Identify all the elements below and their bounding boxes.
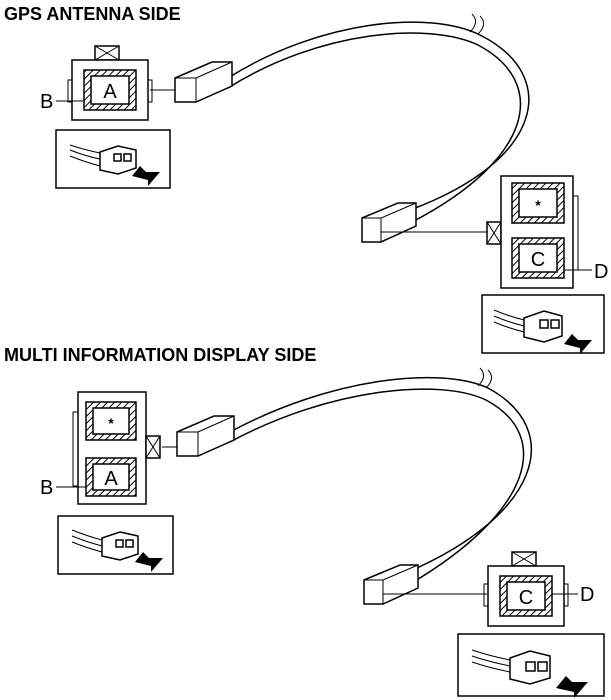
inset-view-end-1: [57, 515, 174, 575]
insertion-arrow-icon: [132, 166, 160, 186]
insertion-arrow-icon: [135, 552, 163, 572]
callout-a: A: [103, 81, 117, 103]
section-gps-antenna-side: GPS ANTENNA SIDE A: [4, 4, 608, 354]
callout-b: B: [40, 91, 53, 113]
inset-view-end-2: [481, 294, 605, 354]
callout-c: C: [531, 249, 545, 271]
cable-connector-end-1: [162, 415, 235, 457]
section-heading: MULTI INFORMATION DISPLAY SIDE: [4, 345, 316, 365]
callout-asterisk: *: [535, 197, 541, 213]
callout-a: A: [104, 468, 118, 490]
cable-connector-end-2: [363, 564, 487, 605]
display-cable: [229, 367, 533, 585]
connector-face-end-2: C D: [483, 551, 594, 627]
section-heading: GPS ANTENNA SIDE: [4, 4, 181, 24]
connector-face-end-2: * C D: [486, 175, 608, 289]
callout-d: D: [580, 584, 594, 606]
connector-face-end-1: A B: [40, 45, 153, 121]
connector-face-end-1: * A B: [40, 391, 161, 505]
insertion-arrow-icon: [556, 676, 588, 698]
inset-view-end-2: [457, 633, 605, 698]
insertion-arrow-icon: [564, 334, 592, 354]
section-multi-information-display-side: MULTI INFORMATION DISPLAY SIDE *: [4, 345, 605, 698]
callout-asterisk: *: [108, 415, 114, 431]
cable-connector-end-2: [361, 202, 487, 243]
callout-b: B: [40, 477, 53, 499]
antenna-cable: [227, 13, 530, 223]
cable-connector-end-1: [150, 61, 233, 103]
callout-d: D: [594, 261, 608, 283]
callout-c: C: [519, 587, 533, 609]
inset-view-end-1: [55, 129, 171, 189]
